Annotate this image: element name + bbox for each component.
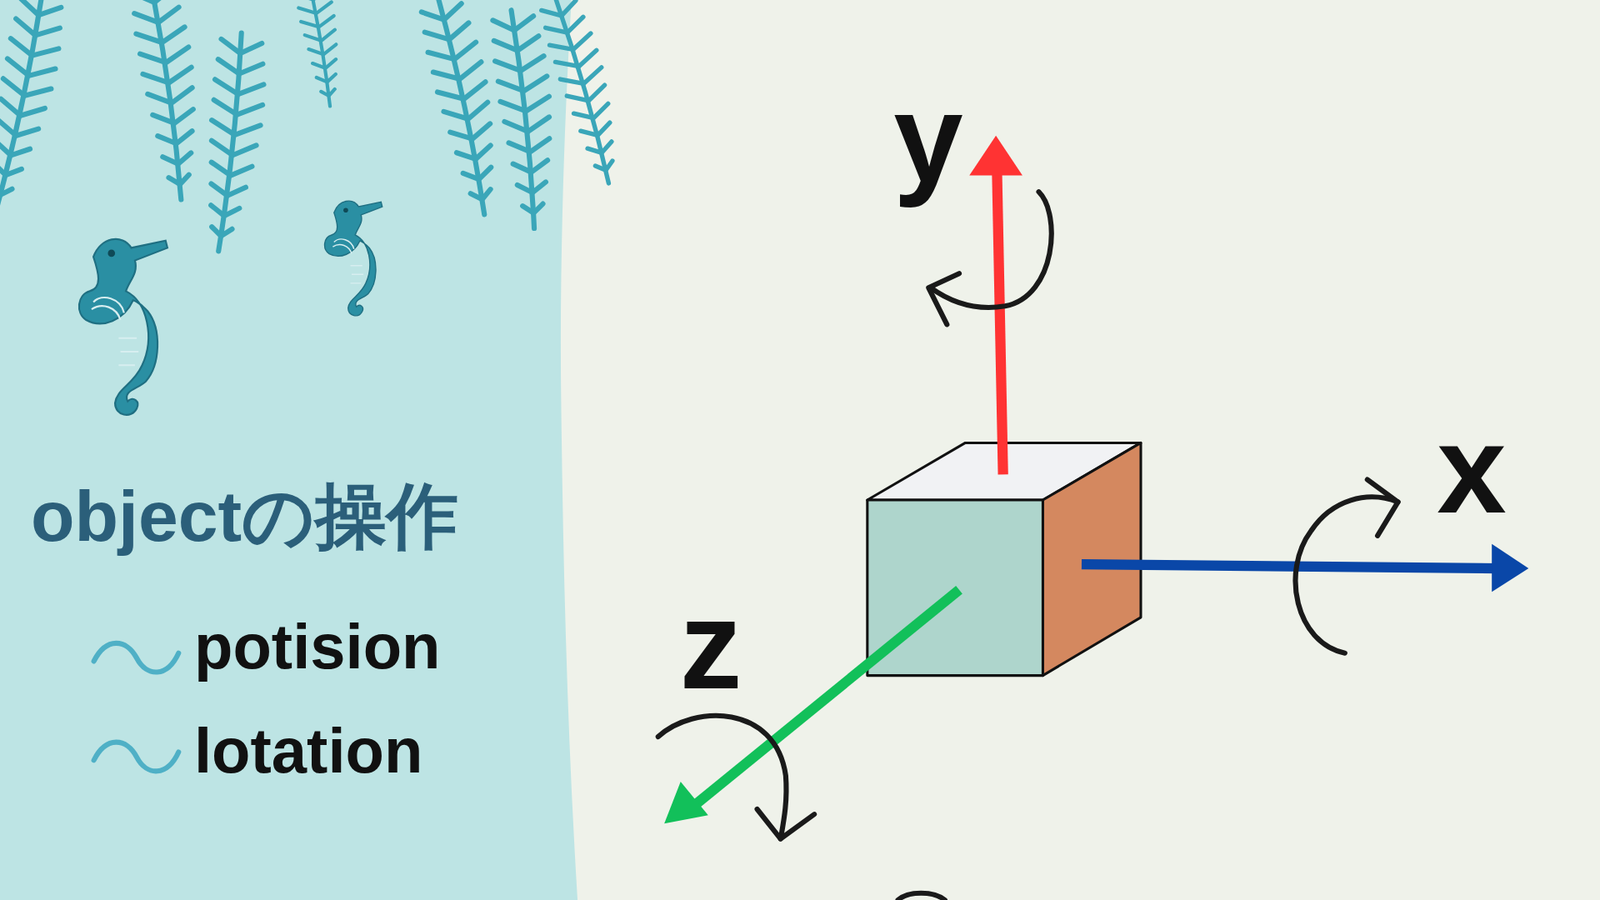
title: objectの操作: [30, 480, 459, 552]
seahorse: [325, 200, 383, 316]
x-axis: [1081, 544, 1529, 593]
axis-label: z: [680, 582, 743, 708]
cube: [867, 442, 1141, 675]
axis-label: x: [1436, 406, 1506, 532]
axis-label: y: [893, 75, 963, 201]
list-item: potision: [194, 615, 441, 679]
rotation-arrow: [658, 191, 1399, 900]
list-item: lotation: [194, 719, 423, 783]
seahorse: [79, 239, 168, 415]
side-panel: [0, 0, 578, 900]
wave-bullet: [94, 643, 180, 771]
seaweed: [0, 0, 633, 255]
